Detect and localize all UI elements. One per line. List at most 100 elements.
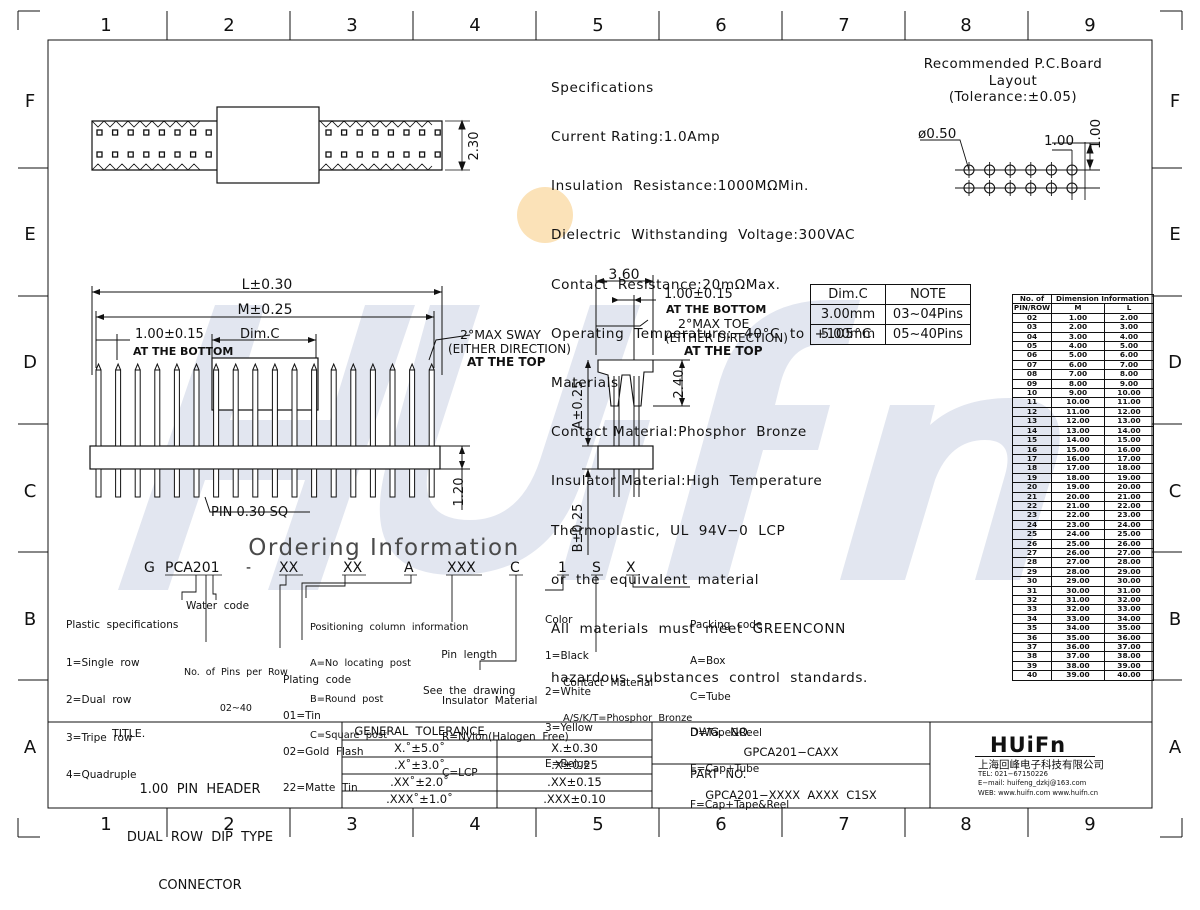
order-label: 2=White: [545, 686, 592, 698]
header-pin-tip: [173, 362, 180, 371]
header-pin-bottom: [428, 468, 435, 498]
pin-table-cell: 11: [1012, 397, 1052, 408]
grid-col-label: 8: [960, 15, 971, 36]
header-pin-top: [173, 369, 180, 447]
header-pin-tip: [115, 362, 122, 371]
pin-table-cell: 40.00: [1104, 670, 1154, 681]
front-sway-label: 2°MAX SWAY: [460, 327, 541, 342]
pin-table-cell: 7.00: [1051, 369, 1105, 380]
spec-line: Contact Material:Phosphor Bronze: [551, 424, 807, 441]
header-pin-bottom: [95, 468, 102, 498]
header-pin-tip: [369, 362, 376, 371]
side-pitch-note: AT THE BOTTOM: [666, 303, 766, 316]
pcb-layout-title: Recommended P.C.Board Layout (Tolerance:…: [900, 57, 1126, 107]
company-tel: TEL: 021−67150226: [978, 770, 1048, 778]
pin-square: [174, 151, 181, 158]
header-pin-tip: [350, 362, 357, 371]
pin-table-cell: 40: [1012, 670, 1052, 681]
pin-square: [434, 129, 441, 136]
order-label: C=Tube: [690, 691, 731, 703]
pin-square: [205, 129, 212, 136]
pcb-hole-crosshair: [1043, 162, 1060, 178]
header-pin-top: [134, 369, 141, 447]
pin-square: [174, 129, 181, 136]
order-code-part: X: [626, 560, 636, 576]
header-pin-bottom: [252, 468, 259, 498]
header-pin-top: [389, 369, 396, 447]
pin-square: [96, 151, 103, 158]
tolerance-angle: X.˚±5.0˚: [394, 741, 445, 755]
pin-table-cell: 13.00: [1104, 416, 1154, 427]
pin-table-cell: 39.00: [1051, 670, 1105, 681]
side-toe-label: 2°MAX TOE: [678, 316, 750, 331]
header-pin-tip: [95, 362, 102, 371]
header-pin-tip: [271, 362, 278, 371]
header-pin-tip: [252, 362, 259, 371]
pin-table-cell: 25: [1012, 529, 1052, 540]
pin-table-cell: 29.00: [1051, 576, 1105, 587]
dim-table-cell: 03~04Pins: [885, 304, 971, 325]
grid-col-label: 7: [838, 15, 849, 36]
pcb-hole-crosshair: [1002, 162, 1019, 178]
pin-table-cell: 2.00: [1051, 322, 1105, 333]
header-pin-tip: [311, 362, 318, 371]
front-pitch-note: AT THE BOTTOM: [133, 345, 233, 358]
spec-line: Dielectric Withstanding Voltage:300VAC: [551, 227, 856, 244]
order-label: A/S/K/T=Phosphor Bronze: [563, 713, 693, 724]
order-label: C=Square post: [310, 730, 387, 741]
title-line: DUAL ROW DIP TYPE: [126, 830, 274, 845]
spec-line: Materials: [551, 375, 619, 392]
pin-square: [325, 151, 332, 158]
header-pin-top: [291, 369, 298, 447]
order-label: 22=Matte Tin: [283, 782, 358, 794]
pcb-row-pitch-label: 1.00: [1088, 119, 1104, 149]
top-view: [91, 106, 470, 184]
title-line: CONNECTOR: [158, 878, 242, 893]
dwg-no-value: GPCA201−CAXX: [743, 745, 839, 759]
pin-table-cell: 11.00: [1104, 397, 1154, 408]
header-pin-bottom: [389, 468, 396, 498]
order-code-part: XX: [279, 560, 299, 576]
pin-table-cell: 14.00: [1051, 435, 1105, 446]
pin-table-subheader: M: [1051, 303, 1105, 314]
order-code-part: G: [144, 560, 155, 576]
order-label: 4=Quadruple: [66, 769, 137, 781]
pcb-hole-crosshair: [961, 162, 977, 178]
pin-table-cell: 12.00: [1051, 416, 1105, 427]
header-pin-bottom: [134, 468, 141, 498]
pin-square: [372, 151, 379, 158]
pcb-title-line: (Tolerance:±0.05): [948, 90, 1078, 105]
pin-square: [356, 151, 363, 158]
front-L-label: L±0.30: [242, 277, 293, 293]
side-view-arrows: [585, 278, 685, 477]
order-packing: Packing code A=Box C=Tube D=Tape&Reel E=…: [690, 595, 789, 823]
pin-table-subheader: L: [1104, 303, 1154, 314]
title-line: 1.00 PIN HEADER: [139, 782, 261, 797]
pin-table-cell: 03: [1012, 322, 1052, 333]
pin-table-subheader: PIN/ROW: [1012, 303, 1052, 314]
pin-table-cell: 38: [1012, 651, 1052, 662]
pin-table-cell: 06: [1012, 350, 1052, 361]
side-pitch-label: 1.00±0.15: [664, 287, 733, 302]
order-label: B=Round post: [310, 694, 384, 705]
order-label: 3=Tripe row: [66, 731, 133, 744]
pin-square: [372, 129, 379, 136]
order-label: E=Cap+Tube: [690, 763, 760, 775]
order-positioning: Positioning column information A=No loca…: [310, 598, 468, 754]
grid-row-label: D: [1168, 352, 1182, 373]
header-pin-bottom: [173, 468, 180, 498]
order-label: No. of Pins per Row: [184, 667, 288, 678]
pin-square: [143, 129, 150, 136]
pin-table-cell: 34.00: [1051, 623, 1105, 634]
pin-square: [143, 151, 150, 158]
pin-square: [418, 151, 426, 158]
header-pin-top: [213, 369, 220, 447]
pcb-holes: [961, 162, 1080, 196]
pin-table-cell: 30: [1012, 576, 1052, 587]
